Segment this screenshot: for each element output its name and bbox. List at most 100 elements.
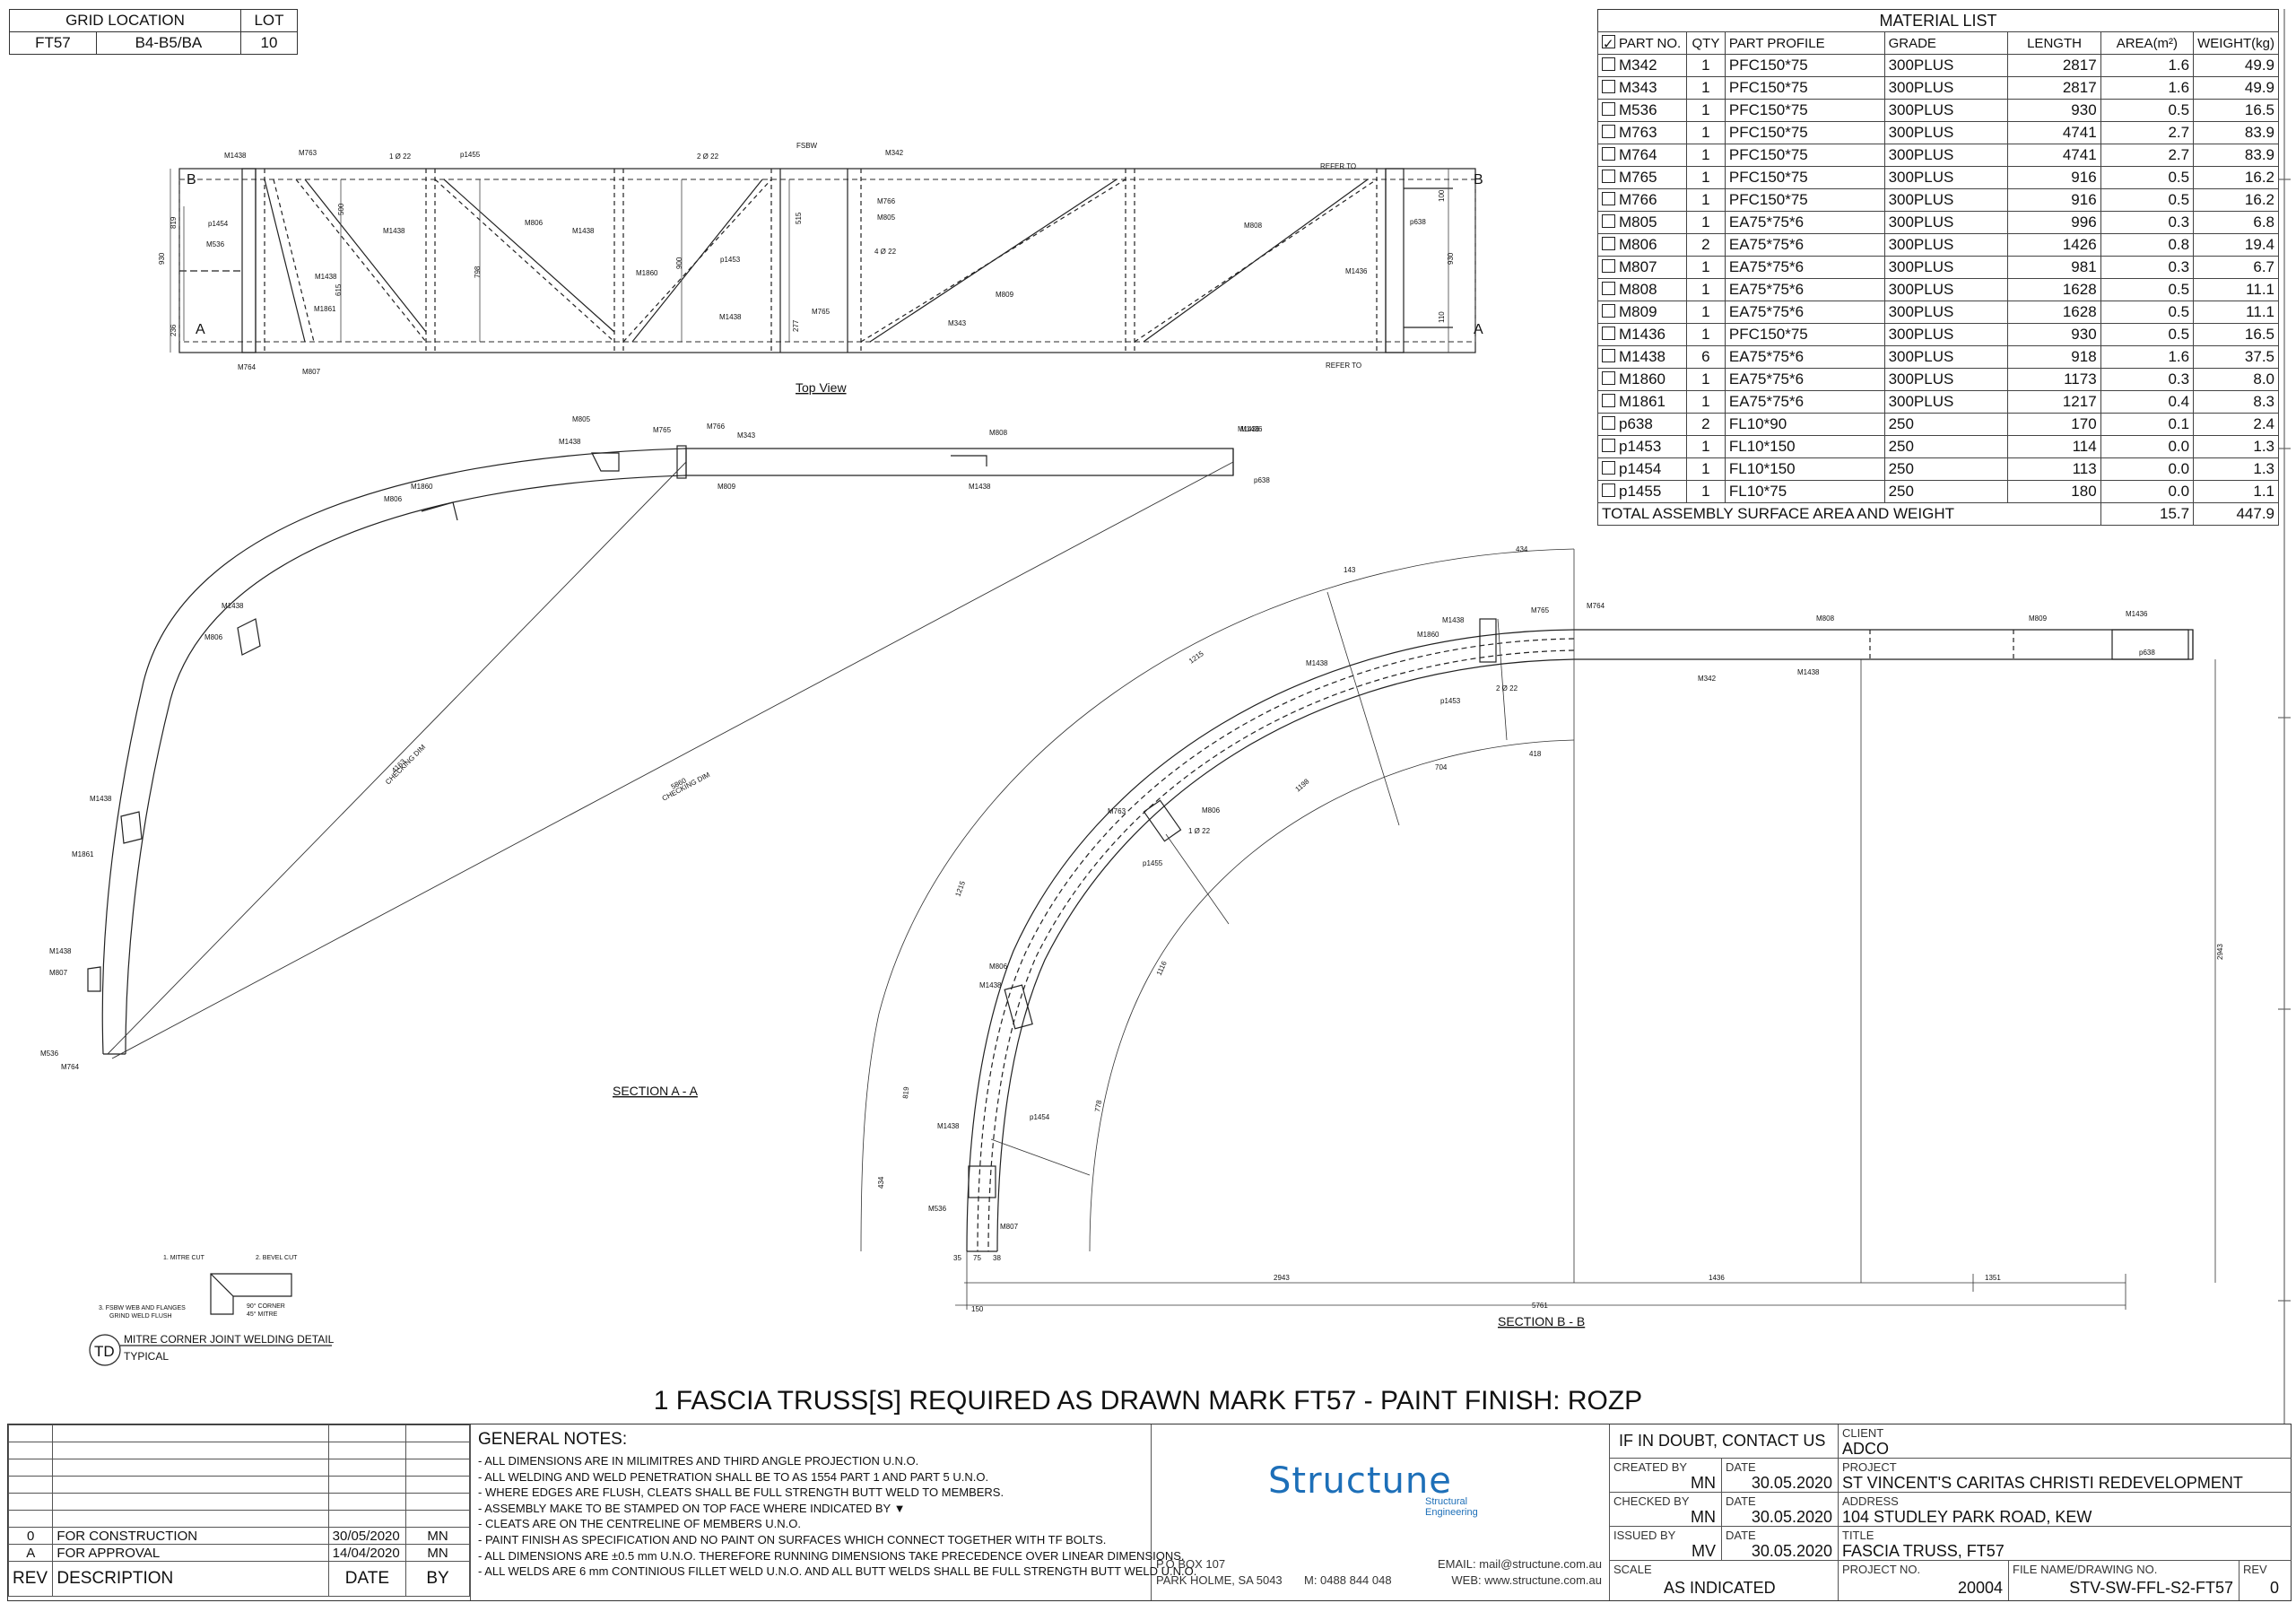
grade: 300PLUS (1883, 121, 2009, 144)
lot-header: LOT (240, 9, 298, 32)
dim-label: 930 (1447, 252, 1455, 265)
tag-label: M1436 (1345, 267, 1368, 275)
part-no-cell: M1436 (1597, 323, 1687, 346)
part-no: M763 (1619, 124, 1657, 141)
assembly-requirement: 1 FASCIA TRUSS[S] REQUIRED AS DRAWN MARK… (653, 1386, 1643, 1416)
part-no: M808 (1619, 281, 1657, 298)
part-profile: EA75*75*6 (1724, 368, 1885, 391)
file-cell: FILE NAME/DRAWING NO. STV-SW-FFL-S2-FT57 (2009, 1561, 2239, 1600)
part-no-cell: M342 (1597, 54, 1687, 77)
row-checkbox[interactable] (1602, 80, 1615, 93)
area: 0.5 (2100, 278, 2195, 301)
row-checkbox[interactable] (1602, 125, 1615, 138)
web-link[interactable]: WEB: www.structune.com.au (1451, 1573, 1602, 1587)
date-label: DATE (1726, 1460, 1756, 1474)
revision-code: 0 (7, 1527, 54, 1545)
length: 2817 (2007, 76, 2101, 100)
row-checkbox[interactable] (1602, 282, 1615, 295)
tag-label: M805 (877, 213, 896, 222)
qty: 1 (1685, 211, 1726, 234)
row-checkbox[interactable] (1602, 416, 1615, 430)
row-checkbox[interactable] (1602, 371, 1615, 385)
row-checkbox[interactable] (1602, 259, 1615, 273)
area: 1.6 (2100, 345, 2195, 369)
tag-label: M1438 (224, 152, 247, 160)
part-no: M1436 (1619, 326, 1665, 343)
company-logo: Structune (1268, 1460, 1452, 1502)
row-checkbox[interactable] (1602, 304, 1615, 318)
row-checkbox[interactable] (1602, 327, 1615, 340)
title-block: 0 FOR CONSTRUCTION 30/05/2020 MN A FOR A… (7, 1424, 2292, 1601)
by-header: BY (405, 1561, 470, 1597)
part-no: p1453 (1619, 438, 1662, 455)
row-checkbox[interactable] (1602, 170, 1615, 183)
row-checkbox[interactable] (1602, 57, 1615, 71)
part-no: M805 (1619, 213, 1657, 231)
area: 0.3 (2100, 256, 2195, 279)
column-header: GRADE (1883, 31, 2009, 55)
row-checkbox[interactable] (1602, 461, 1615, 475)
dim-label: 1215 (953, 879, 967, 897)
created-cell: CREATED BY MN (1610, 1459, 1722, 1493)
row-checkbox[interactable] (1602, 214, 1615, 228)
general-note: - WHERE EDGES ARE FLUSH, CLEATS SHALL BE… (478, 1485, 1004, 1500)
qty: 1 (1685, 390, 1726, 414)
tag-label: M807 (1000, 1223, 1019, 1231)
row-checkbox[interactable] (1602, 394, 1615, 407)
row-checkbox[interactable] (1602, 102, 1615, 116)
tag-label: M1438 (559, 438, 581, 446)
lot-number: 10 (240, 31, 298, 55)
qty: 1 (1685, 323, 1726, 346)
part-no-cell: M1861 (1597, 390, 1687, 414)
tag-label: M806 (384, 495, 403, 503)
select-all-checkbox[interactable]: ✓ (1602, 35, 1615, 52)
part-no-cell: p1453 (1597, 435, 1687, 458)
length: 113 (2007, 457, 2101, 481)
grade: 300PLUS (1883, 390, 2009, 414)
part-no-cell: p1455 (1597, 480, 1687, 503)
email-link[interactable]: EMAIL: mail@structune.com.au (1438, 1557, 1602, 1571)
project: ST VINCENT'S CARITAS CHRISTI REDEVELOPME… (1842, 1474, 2243, 1492)
revision-date: 14/04/2020 (327, 1544, 407, 1562)
dim-label: 100 (1438, 189, 1446, 202)
tag-label: M1438 (1306, 659, 1328, 667)
row-checkbox[interactable] (1602, 237, 1615, 250)
tag-label: M766 (707, 423, 726, 431)
tag-label: M763 (299, 149, 317, 157)
row-checkbox[interactable] (1602, 439, 1615, 452)
detail-note: 1. MITRE CUT (163, 1255, 205, 1261)
grade: 300PLUS (1883, 345, 2009, 369)
row-checkbox[interactable] (1602, 484, 1615, 497)
length: 170 (2007, 413, 2101, 436)
row-checkbox[interactable] (1602, 349, 1615, 362)
grade: 300PLUS (1883, 76, 2009, 100)
length: 916 (2007, 188, 2101, 212)
part-profile: FL10*150 (1724, 435, 1885, 458)
detail-note: 3. FSBW WEB AND FLANGES (99, 1305, 186, 1311)
scale-label: SCALE (1613, 1563, 1652, 1576)
weight: 1.3 (2193, 435, 2279, 458)
area: 0.4 (2100, 390, 2195, 414)
part-no-cell: M808 (1597, 278, 1687, 301)
tag-label: M1436 (1240, 425, 1263, 433)
grade: 300PLUS (1883, 233, 2009, 257)
row-checkbox[interactable] (1602, 147, 1615, 161)
client-label: CLIENT (1842, 1426, 1884, 1440)
tag-label: M1861 (72, 850, 94, 858)
tag-label: M807 (49, 969, 68, 977)
detail-note: 2. BEVEL CUT (256, 1255, 298, 1261)
tag-label: M1861 (314, 305, 336, 313)
dim-label: 778 (1093, 1099, 1103, 1112)
section-aa-truss (87, 445, 1234, 1055)
tag-label: 2 Ø 22 (697, 152, 719, 161)
address-cell: ADDRESS 104 STUDLEY PARK ROAD, KEW (1839, 1493, 2292, 1527)
dim-label: 1351 (1985, 1274, 2001, 1282)
row-checkbox[interactable] (1602, 192, 1615, 205)
length: 1217 (2007, 390, 2101, 414)
length: 918 (2007, 345, 2101, 369)
part-profile: PFC150*75 (1724, 99, 1885, 122)
